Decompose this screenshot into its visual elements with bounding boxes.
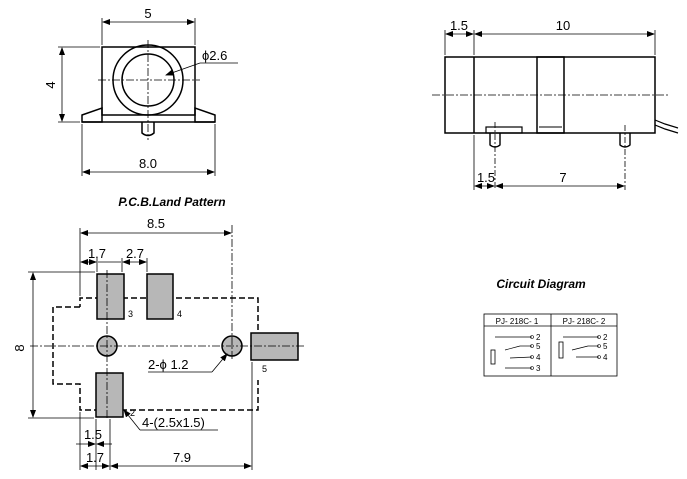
side-view: 1.5 10 1.5 7 [432, 18, 679, 190]
pad-label-4: 4 [177, 309, 182, 319]
pcb-dim-2-7: 2.7 [126, 246, 144, 261]
circuit-col2-pin-4: 4 [603, 353, 608, 362]
circuit-col2-header: PJ- 218C- 2 [563, 317, 606, 326]
circuit-col1-pin-3: 3 [536, 364, 541, 373]
pcb-height-dim: 8 [12, 344, 27, 351]
front-left-flange [81, 106, 103, 123]
pcb-hole-note: 2-ϕ 1.2 [148, 357, 189, 372]
pad-label-2: 2 [130, 408, 135, 418]
circuit-col1-pin-5: 5 [536, 342, 541, 351]
pcb-dim-1-7-bottom: 1.7 [86, 450, 104, 465]
pcb-pad-5 [250, 332, 299, 361]
pcb-pad-3 [96, 273, 125, 320]
pcb-pad-2 [95, 372, 124, 418]
pcb-title: P.C.B.Land Pattern [118, 195, 225, 209]
side-length-dim: 10 [556, 18, 570, 33]
circuit-table [483, 313, 618, 377]
front-width-dim: 5 [144, 6, 151, 21]
side-pin-spacing-dim: 7 [559, 170, 566, 185]
front-right-flange [194, 106, 216, 123]
pcb-dim-1-7-top: 1.7 [88, 246, 106, 261]
pcb-overall-width-dim: 8.5 [147, 216, 165, 231]
circuit-col1-pin-2: 2 [536, 333, 541, 342]
circuit-col1-header: PJ- 218C- 1 [496, 317, 539, 326]
pcb-dim-1-5: 1.5 [84, 427, 102, 442]
side-offset-dim: 1.5 [450, 18, 468, 33]
pad-label-3: 3 [128, 309, 133, 319]
pcb-pad-4 [146, 273, 174, 320]
front-base-width-dim: 8.0 [139, 156, 157, 171]
front-view: 5 4 ϕ2.6 8.0 [43, 6, 238, 176]
front-body [101, 46, 196, 116]
pcb-pad-note: 4-(2.5x1.5) [142, 415, 205, 430]
front-height-dim: 4 [43, 81, 58, 88]
circuit-col2-pin-5: 5 [603, 342, 608, 351]
pcb-land-pattern: P.C.B.Land Pattern 3 4 2 5 8.5 1.7 2.7 [12, 195, 306, 470]
front-hole-dim: ϕ2.6 [202, 48, 227, 63]
pad-label-5: 5 [262, 364, 267, 374]
circuit-diagram: Circuit Diagram PJ- 218C- 1 PJ- 218C- 2 … [483, 277, 618, 377]
circuit-col1-pin-4: 4 [536, 353, 541, 362]
circuit-title: Circuit Diagram [496, 277, 586, 291]
side-bottom-offset-dim: 1.5 [477, 170, 495, 185]
pcb-dim-7-9: 7.9 [173, 450, 191, 465]
circuit-col2-pin-2: 2 [603, 333, 608, 342]
